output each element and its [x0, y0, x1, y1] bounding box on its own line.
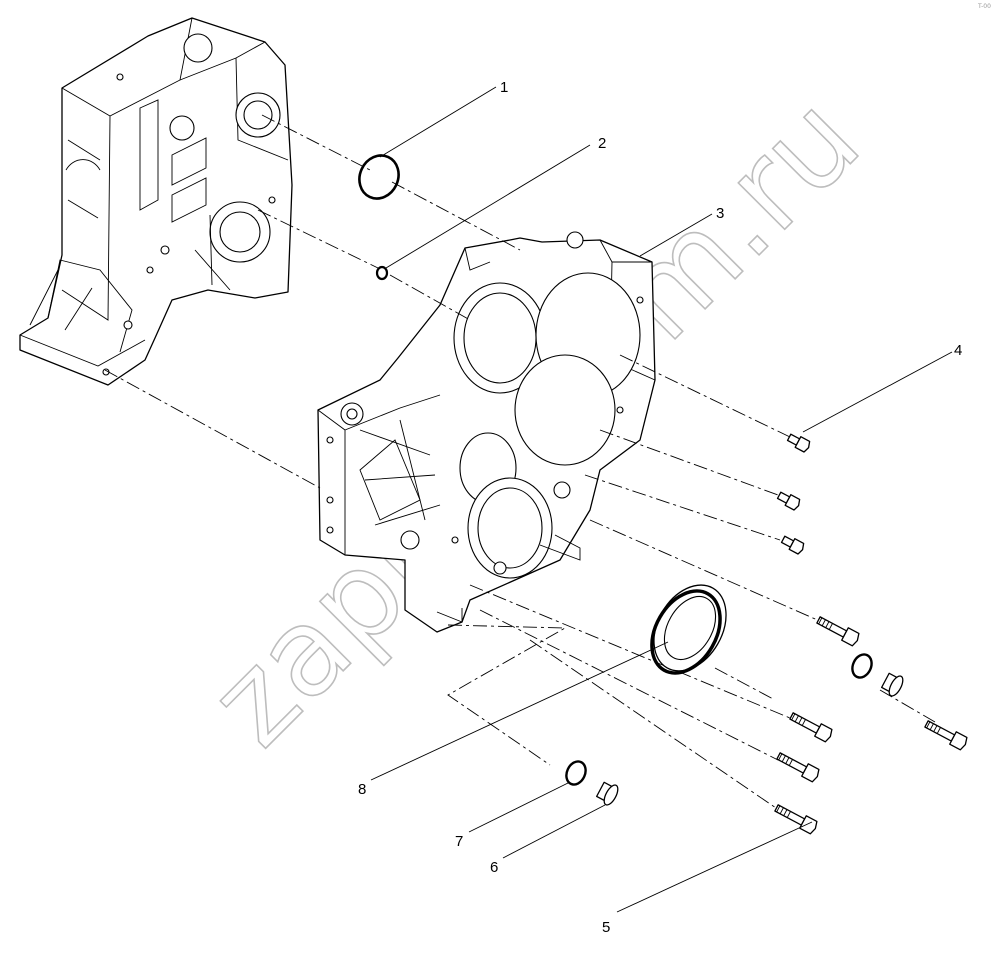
engine-block	[19, 17, 293, 386]
callout-4: 4	[954, 342, 962, 359]
callout-8: 8	[358, 781, 366, 798]
bolts-group-5	[774, 616, 968, 835]
callout-6: 6	[490, 859, 498, 876]
assembly-lines	[104, 114, 936, 809]
sealing-ring	[565, 653, 873, 786]
plug-screw	[595, 672, 904, 806]
leader-lines	[370, 86, 953, 913]
callout-2: 2	[598, 135, 606, 152]
callout-5: 5	[602, 919, 610, 936]
callout-7: 7	[455, 833, 463, 850]
bolts-group-4	[776, 433, 811, 555]
o-ring-large	[358, 154, 400, 200]
callout-1: 1	[500, 79, 508, 96]
timing-gear-housing	[317, 231, 656, 633]
corner-mark: T-00	[977, 3, 991, 10]
callout-3: 3	[716, 205, 724, 222]
callout-labels: 1 2 3 4 5 6 7 8	[358, 79, 962, 936]
crankshaft-seal	[650, 584, 727, 675]
o-ring-small	[375, 265, 389, 281]
